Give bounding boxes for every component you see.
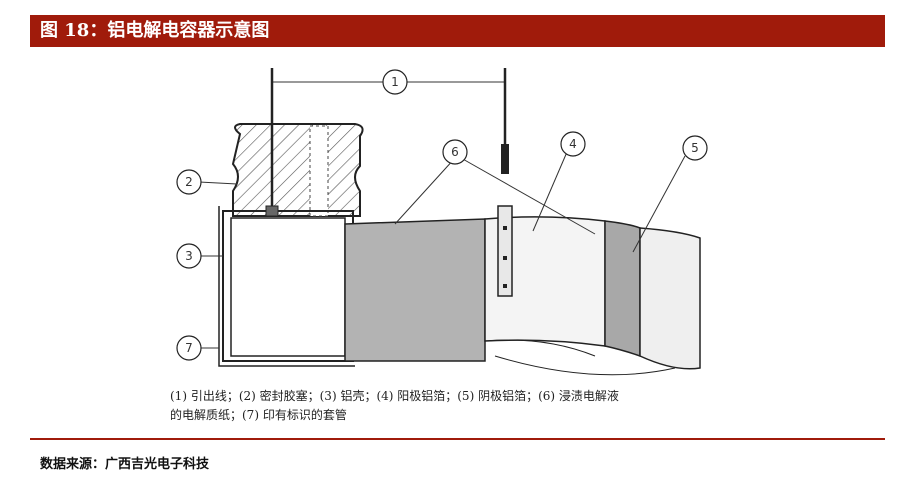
second-paper-layer: [604, 220, 641, 358]
svg-text:5: 5: [691, 141, 699, 155]
sleeve: [218, 206, 355, 367]
caption-line-2: 的电解质纸；(7) 印有标识的套管: [170, 408, 347, 422]
svg-text:7: 7: [185, 341, 193, 355]
figure-title-bar: 图 18：铝电解电容器示意图: [30, 15, 885, 47]
callout-6: 6: [442, 139, 468, 165]
aluminum-case: [222, 210, 354, 362]
electrolyte-paper: [344, 218, 486, 362]
caption-line-1: (1) 引出线；(2) 密封胶塞；(3) 铝壳；(4) 阳极铝箔；(5) 阴极铝…: [170, 389, 619, 403]
svg-text:1: 1: [391, 75, 399, 89]
callout-5: 5: [682, 135, 708, 161]
divider: [30, 438, 885, 440]
lead-wire-left: [265, 68, 279, 217]
capacitor-diagram: 1 2 3 4 5 6 7: [176, 68, 708, 376]
source-note: 数据来源：广西吉光电子科技: [40, 457, 210, 472]
callout-7: 7: [176, 335, 202, 361]
svg-text:3: 3: [185, 249, 193, 263]
callout-2: 2: [176, 169, 202, 195]
svg-text:2: 2: [185, 175, 193, 189]
rubber-seal-plug: [231, 123, 364, 217]
svg-text:4: 4: [569, 137, 577, 151]
cathode-foil: [494, 227, 701, 376]
callout-1: 1: [382, 69, 408, 95]
lead-wire-right: [497, 68, 513, 297]
figure-caption: (1) 引出线；(2) 密封胶塞；(3) 铝壳；(4) 阳极铝箔；(5) 阴极铝…: [170, 387, 760, 425]
svg-text:6: 6: [451, 145, 459, 159]
callout-leaders: [198, 151, 686, 349]
figure-title: 图 18：铝电解电容器示意图: [40, 20, 270, 41]
callout-4: 4: [560, 131, 586, 157]
callout-3: 3: [176, 243, 202, 269]
